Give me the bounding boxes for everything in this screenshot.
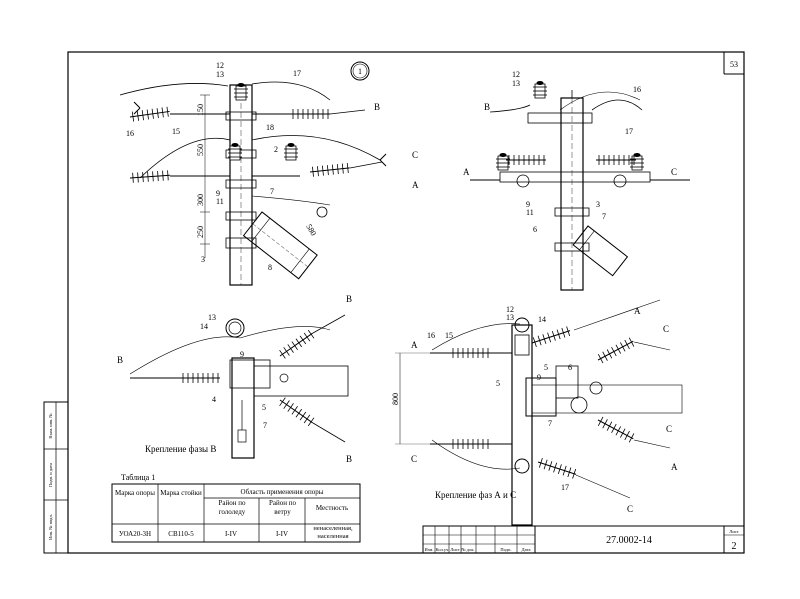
callout-17-view4: 15 [445,331,453,340]
tb-col-sheet: Лист [450,547,459,552]
title-block [422,525,745,554]
th-ice: Район по гололеду [218,499,246,516]
stamp-replacement: Взам. инв. № [48,413,53,438]
callout-3-view1: 3 [201,255,205,264]
view-front-elevation [470,81,690,291]
callout-12-view3: 9 [240,350,244,359]
spec-table [111,483,361,543]
view-number-circle [350,61,370,81]
dim-550: 550 [196,144,205,156]
caption-phase-b: Крепление фазы В [145,444,216,454]
tb-col-doc: № док. [461,547,474,552]
sheet-number: 2 [732,541,737,552]
th-wind: Район по ветру [269,499,296,516]
phase-c-label-view4-bottom: C [627,504,633,514]
td-wind: I-IV [276,530,288,538]
th-support: Марка опоры [115,489,155,497]
phase-a-label-view4-top: A [634,306,641,316]
callout-8-view4: 6 [568,363,572,372]
phase-a-label-view1: A [412,180,419,190]
doc-code: 27.0002-14 [606,535,652,546]
dim-580: 580 [304,223,318,238]
callout-19-view4: 17 [561,483,569,492]
phase-b-label-view3-left: B [117,355,123,365]
td-ice: I-IV [225,530,237,538]
callout-12-view1: 9 [216,189,220,198]
callout-15-view2: 13 [512,79,520,88]
tb-col-signature: Подп. [500,547,511,552]
th-terrain: Местность [316,504,348,512]
caption-phase-ac: Крепление фаз А и С [435,490,516,500]
dim-250: 250 [196,226,205,238]
callout-4-view3: 4 [212,395,216,404]
view-phase-b-attachment [129,314,349,459]
callout-17-view1: 15 [172,127,180,136]
phase-c-label-view4-left: C [411,454,417,464]
page-number-box [723,52,744,75]
callout-20-view1: 18 [266,123,274,132]
callout-9-view4: 7 [548,419,552,428]
callout-7-view4: 5 [544,363,548,372]
view-side-elevation [119,81,387,286]
callout-11-view1: 8 [268,263,272,272]
phase-a-label-view2: A [463,167,470,177]
view-number: 1 [358,67,362,76]
callout-19-view1: 17 [293,69,301,78]
tb-col-count: Кол.уч [436,547,450,552]
callout-13-view2: 11 [526,208,534,217]
sheet-frame [67,51,745,554]
sheet-label: Лист [729,529,738,534]
td-rack: СВ110-5 [168,530,194,538]
callout-5-view3: 5 [262,403,266,412]
callout-12-view2: 9 [526,200,530,209]
th-rack: Марка стойки [160,489,202,497]
callout-9-view3: 7 [263,421,267,430]
dim-300: 300 [196,194,205,206]
callout-3-view2: 3 [596,200,600,209]
phase-b-label-view3-top: B [346,294,352,304]
phase-c-label-view2: C [671,167,677,177]
callout-19-view2: 17 [625,127,633,136]
callout-13-view1: 11 [216,197,224,206]
phase-b-label-view1: B [374,102,380,112]
stamp-inventory: Инв. № подл. [48,514,53,540]
td-support: УОА20-3Н [119,530,151,538]
callout-9-view2: 7 [602,212,606,221]
stamp-signature-date: Подп. и дата [48,463,53,487]
view-phase-ac-attachment [395,299,683,526]
callout-12-view4: 9 [537,373,541,382]
phase-b-label-view2: B [484,102,490,112]
phase-c-label-view1: C [412,150,418,160]
callout-16-view4: 14 [538,315,546,324]
tb-col-date: Дата [522,547,531,552]
td-terrain: ненаселенная, населенная [313,525,353,540]
callout-2-view1: 2 [274,145,278,154]
tb-col-change: Изм. [425,547,434,552]
callout-18-view2: 16 [633,85,641,94]
phase-a-label-view4-left: A [411,340,418,350]
callout-14-view1: 12 [216,61,224,70]
th-area: Область применения опоры [241,488,324,496]
callout-15-view1: 13 [216,70,224,79]
page-number: 53 [730,60,738,69]
callout-16-view3: 14 [200,322,208,331]
phase-a-label-view4-mid: A [671,462,678,472]
callout-18-view1: 16 [126,129,134,138]
table-title: Таблица 1 [121,473,155,482]
callout-6-view4: 5 [496,379,500,388]
callout-15-view4: 13 [506,313,514,322]
callout-18-view4: 16 [427,331,435,340]
callout-8-view2: 6 [533,225,537,234]
phase-c-label-view4-top: C [663,324,669,334]
callout-9-view1: 7 [270,187,274,196]
side-stamp [43,401,69,554]
phase-c-label-view4-mid: C [666,424,672,434]
dim-800: 800 [391,393,400,405]
callout-14-view2: 12 [512,70,520,79]
callout-15-view3: 13 [208,313,216,322]
dim-150: 150 [196,104,205,116]
callout-14-view4: 12 [506,305,514,314]
phase-b-label-view3-bottom: B [346,454,352,464]
